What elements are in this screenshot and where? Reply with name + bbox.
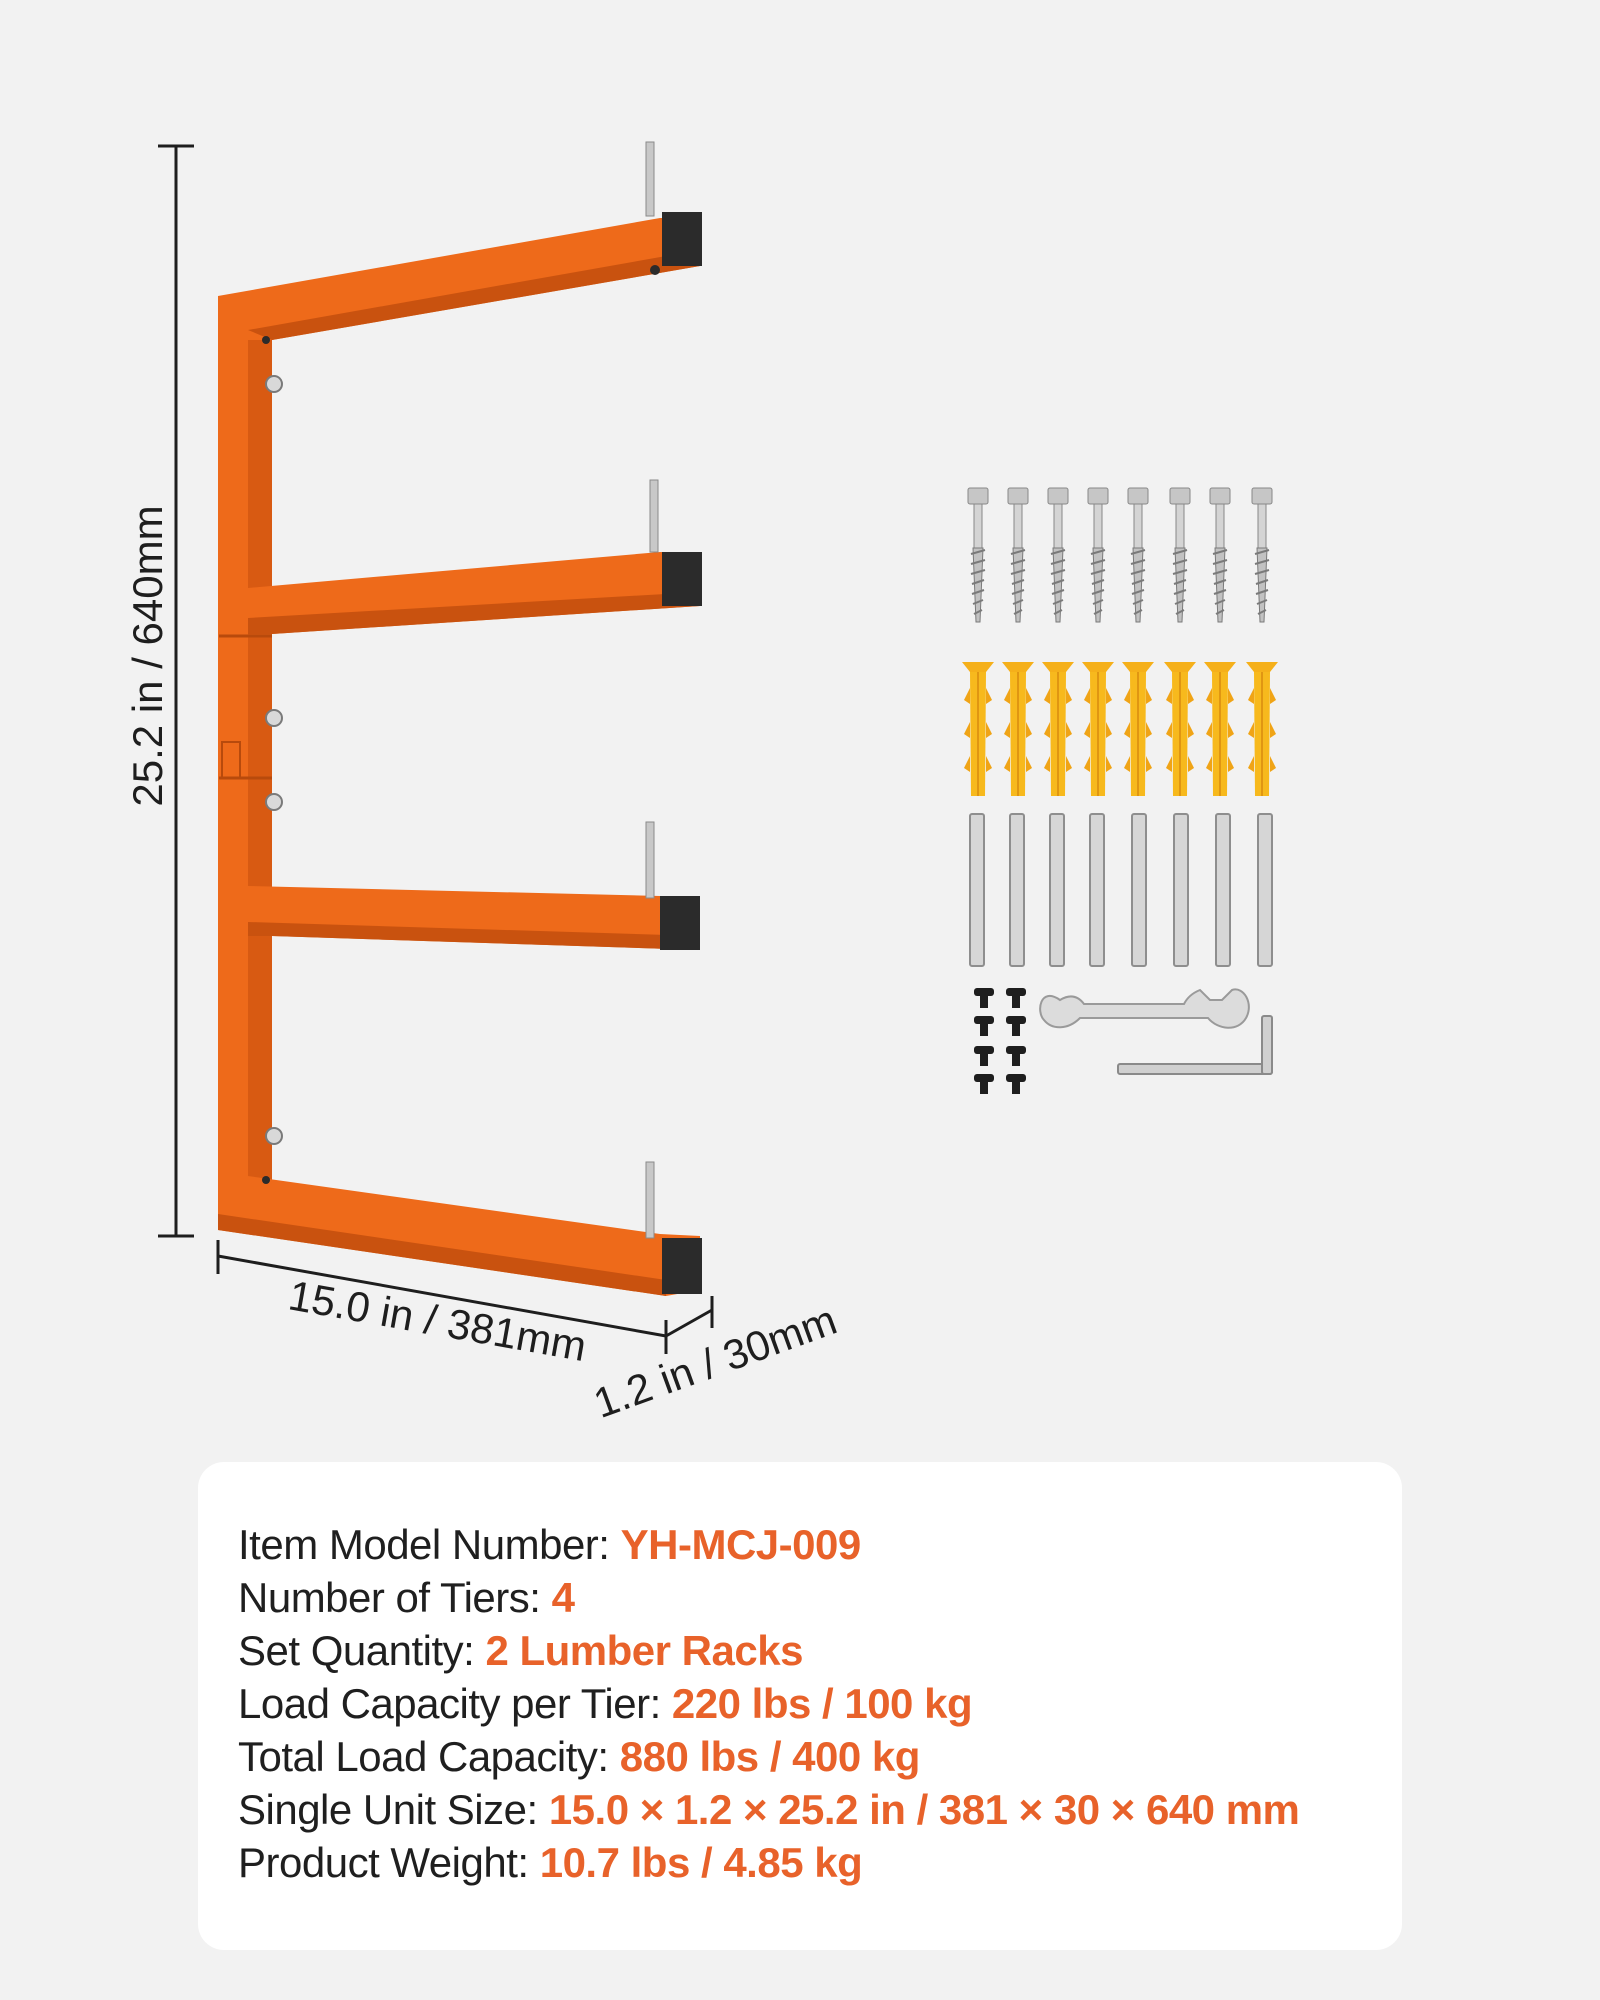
steel-pin-icon bbox=[1049, 813, 1065, 967]
spec-row-unit-size: Single Unit Size: 15.0 × 1.2 × 25.2 in /… bbox=[238, 1783, 1300, 1836]
height-dimension bbox=[158, 144, 194, 1238]
spec-label: Set Quantity: bbox=[238, 1627, 486, 1674]
steel-pin-icon bbox=[1131, 813, 1147, 967]
width-dimension bbox=[216, 1240, 668, 1354]
bolt-icon bbox=[974, 1016, 994, 1036]
wall-anchor-icon bbox=[1122, 662, 1154, 796]
spec-label: Product Weight: bbox=[238, 1839, 540, 1886]
steel-pin-icon bbox=[1173, 813, 1189, 967]
wall-anchor-icon bbox=[1082, 662, 1114, 796]
lag-screw-icon bbox=[1127, 487, 1149, 623]
spec-row-load-per-tier: Load Capacity per Tier: 220 lbs / 100 kg bbox=[238, 1677, 1299, 1730]
lag-screw-row bbox=[967, 487, 1273, 623]
lag-screw-icon bbox=[1047, 487, 1069, 623]
spec-value: 2 Lumber Racks bbox=[485, 1627, 803, 1674]
wrench-icon bbox=[1039, 988, 1250, 1029]
bolt-icon bbox=[1006, 988, 1026, 1008]
spec-list: Item Model Number: YH-MCJ-009 Number of … bbox=[238, 1518, 1300, 1889]
steel-pin-icon bbox=[1089, 813, 1105, 967]
rack-pin bbox=[645, 1161, 655, 1239]
lag-screw-icon bbox=[1087, 487, 1109, 623]
arm-end-cap bbox=[662, 552, 702, 606]
lag-screw-icon bbox=[1251, 487, 1273, 623]
bolt-icon bbox=[974, 1046, 994, 1066]
rack-arm-1 bbox=[218, 218, 700, 340]
spec-value: 10.7 lbs / 4.85 kg bbox=[539, 1839, 863, 1886]
spec-row-tiers: Number of Tiers: 4 bbox=[238, 1571, 1299, 1624]
spec-row-model-number: Item Model Number: YH-MCJ-009 bbox=[238, 1518, 1299, 1571]
spec-label: Number of Tiers: bbox=[238, 1574, 552, 1621]
spec-row-weight: Product Weight: 10.7 lbs / 4.85 kg bbox=[238, 1836, 1299, 1889]
rack-pin bbox=[645, 821, 655, 899]
lag-screw-icon bbox=[1209, 487, 1231, 623]
steel-pin-icon bbox=[1215, 813, 1231, 967]
wall-anchor-icon bbox=[962, 662, 994, 796]
wall-anchor-icon bbox=[1204, 662, 1236, 796]
spec-label: Single Unit Size: bbox=[238, 1786, 549, 1833]
arm-end-cap bbox=[660, 896, 700, 950]
rack-pin bbox=[649, 479, 659, 553]
rack-pin bbox=[645, 141, 655, 217]
post-bolts bbox=[265, 375, 283, 1145]
spec-label: Load Capacity per Tier: bbox=[238, 1680, 672, 1727]
spec-row-set-quantity: Set Quantity: 2 Lumber Racks bbox=[238, 1624, 1299, 1677]
product-illustration: 25.2 in / 640mm 15.0 in / 381mm 1.2 in /… bbox=[124, 141, 1278, 1420]
wall-anchor-icon bbox=[1002, 662, 1034, 796]
hardware-kit bbox=[962, 487, 1278, 1094]
spec-value: 4 bbox=[551, 1574, 575, 1621]
steel-pin-icon bbox=[969, 813, 985, 967]
spec-value: 880 lbs / 400 kg bbox=[619, 1733, 921, 1780]
hex-key-icon bbox=[1117, 1015, 1273, 1075]
rack-arm-4 bbox=[218, 1176, 700, 1296]
spec-label: Total Load Capacity: bbox=[238, 1733, 620, 1780]
height-dimension-label: 25.2 in / 640mm bbox=[124, 505, 171, 806]
bolt-icon bbox=[1006, 1016, 1026, 1036]
bolt bbox=[650, 265, 660, 275]
bolt-group bbox=[974, 988, 1026, 1094]
spec-value: YH-MCJ-009 bbox=[620, 1521, 862, 1568]
wall-anchor-row bbox=[962, 662, 1278, 796]
spec-card: Item Model Number: YH-MCJ-009 Number of … bbox=[198, 1462, 1402, 1950]
spec-row-total-load: Total Load Capacity: 880 lbs / 400 kg bbox=[238, 1730, 1299, 1783]
arm-end-cap bbox=[662, 212, 702, 266]
spec-value: 220 lbs / 100 kg bbox=[671, 1680, 973, 1727]
bolt-icon bbox=[974, 988, 994, 1008]
arm-end-cap bbox=[662, 1238, 702, 1294]
steel-pin-row bbox=[969, 813, 1273, 967]
depth-dimension-label: 1.2 in / 30mm bbox=[587, 1296, 842, 1420]
wall-anchor-icon bbox=[1164, 662, 1196, 796]
lag-screw-icon bbox=[1169, 487, 1191, 623]
steel-pin-icon bbox=[1009, 813, 1025, 967]
bolt-icon bbox=[1006, 1074, 1026, 1094]
wall-anchor-icon bbox=[1042, 662, 1074, 796]
bolt-icon bbox=[1006, 1046, 1026, 1066]
lumber-rack bbox=[218, 141, 702, 1296]
depth-dimension bbox=[665, 1296, 714, 1338]
spec-label: Item Model Number: bbox=[238, 1521, 621, 1568]
spec-value: 15.0 × 1.2 × 25.2 in / 381 × 30 × 640 mm bbox=[548, 1786, 1300, 1833]
lag-screw-icon bbox=[967, 487, 989, 623]
lag-screw-icon bbox=[1007, 487, 1029, 623]
steel-pin-icon bbox=[1257, 813, 1273, 967]
width-dimension-label: 15.0 in / 381mm bbox=[285, 1271, 590, 1370]
wall-anchor-icon bbox=[1246, 662, 1278, 796]
bolt-icon bbox=[974, 1074, 994, 1094]
